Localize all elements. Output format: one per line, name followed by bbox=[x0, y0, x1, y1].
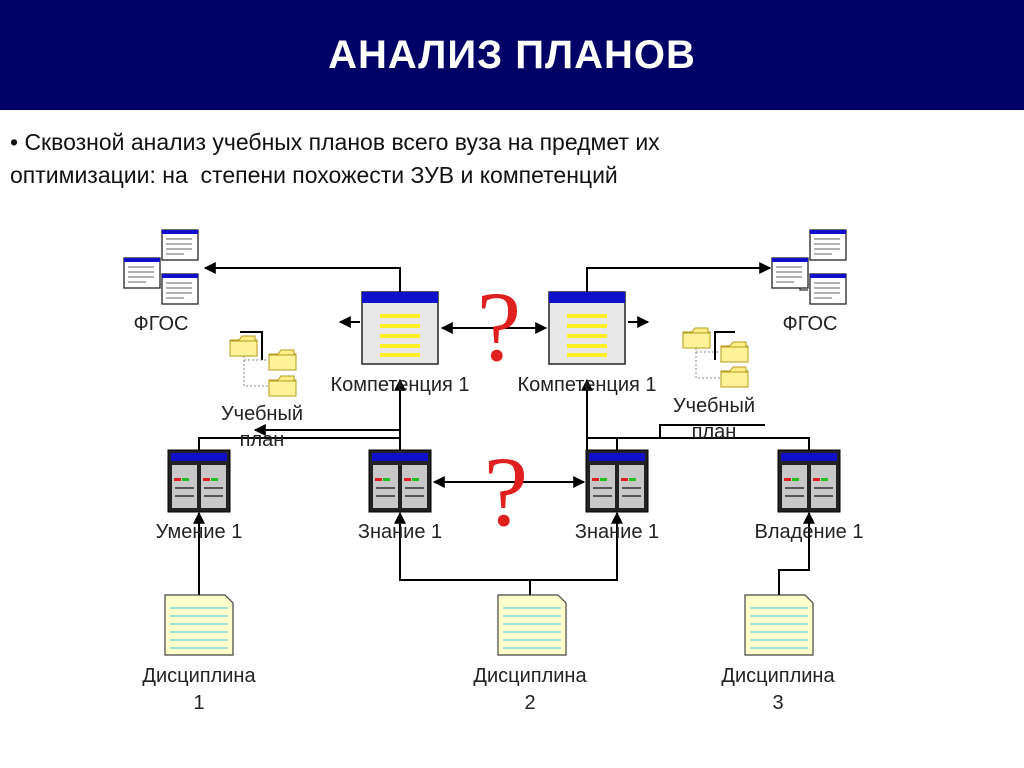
arrow-competence-to-fgos-left bbox=[203, 262, 401, 292]
line-plan-right-from-branch bbox=[659, 424, 765, 438]
fgos-left-label: ФГОС bbox=[134, 313, 189, 335]
line-plan-right-up bbox=[714, 331, 735, 360]
skill-label: Умение 1 bbox=[156, 521, 243, 543]
discipline1-doc-icon bbox=[164, 594, 234, 656]
discipline1-label-1: Дисциплина bbox=[142, 665, 256, 687]
arrow-competence-to-fgos-right bbox=[586, 262, 772, 292]
fgos-right-label: ФГОС bbox=[783, 313, 838, 335]
plan-left-label-2: план bbox=[240, 429, 285, 451]
fgos-right-icon bbox=[771, 229, 847, 305]
slide-title: АНАЛИЗ ПЛАНОВ bbox=[328, 32, 696, 77]
plan-trees bbox=[243, 348, 720, 387]
plan-right-label-1: Учебный bbox=[673, 395, 755, 417]
competence-left-icon bbox=[360, 290, 440, 366]
line-mastery-up-right bbox=[616, 437, 810, 450]
discipline3-label-2: 3 bbox=[772, 692, 783, 714]
discipline2-label-2: 2 bbox=[524, 692, 535, 714]
arrow-discipline3-to-mastery bbox=[778, 511, 815, 595]
discipline1-label-2: 1 bbox=[193, 692, 204, 714]
question-mark-top: ? bbox=[477, 271, 521, 382]
knowledge-left-server-icon bbox=[368, 449, 432, 513]
discipline3-label-1: Дисциплина bbox=[721, 665, 835, 687]
line-skill-up-left bbox=[198, 437, 400, 450]
discipline3-doc-icon bbox=[744, 594, 814, 656]
question-mark-bottom: ? bbox=[484, 436, 528, 547]
skill-server-icon bbox=[167, 449, 231, 513]
plan-left-label-1: Учебный bbox=[221, 403, 303, 425]
competence-right-icon bbox=[547, 290, 627, 366]
mastery-label: Владение 1 bbox=[755, 521, 864, 543]
fgos-left-icon bbox=[123, 229, 199, 305]
mastery-server-icon bbox=[777, 449, 841, 513]
discipline2-label-1: Дисциплина bbox=[473, 665, 587, 687]
bullet-line-2: оптимизации: на степени похожести ЗУВ и … bbox=[10, 162, 618, 188]
plan-right-label-2: план bbox=[692, 421, 737, 443]
arrow-discipline2-to-knowledge-left bbox=[394, 511, 530, 581]
arrow-discipline2-to-knowledge-right bbox=[530, 511, 623, 581]
competence-right-label: Компетенция 1 bbox=[517, 374, 656, 396]
competence-left-label: Компетенция 1 bbox=[330, 374, 469, 396]
bullet-line-1: • Сквозной анализ учебных планов всего в… bbox=[10, 129, 660, 155]
knowledge-right-label: Знание 1 bbox=[575, 521, 659, 543]
discipline2-doc-icon bbox=[497, 594, 567, 656]
bullet-text: • Сквозной анализ учебных планов всего в… bbox=[10, 126, 1010, 192]
title-bar: АНАЛИЗ ПЛАНОВ bbox=[0, 0, 1024, 110]
knowledge-left-label: Знание 1 bbox=[358, 521, 442, 543]
knowledge-right-server-icon bbox=[585, 449, 649, 513]
line-plan-left-up bbox=[240, 331, 263, 360]
